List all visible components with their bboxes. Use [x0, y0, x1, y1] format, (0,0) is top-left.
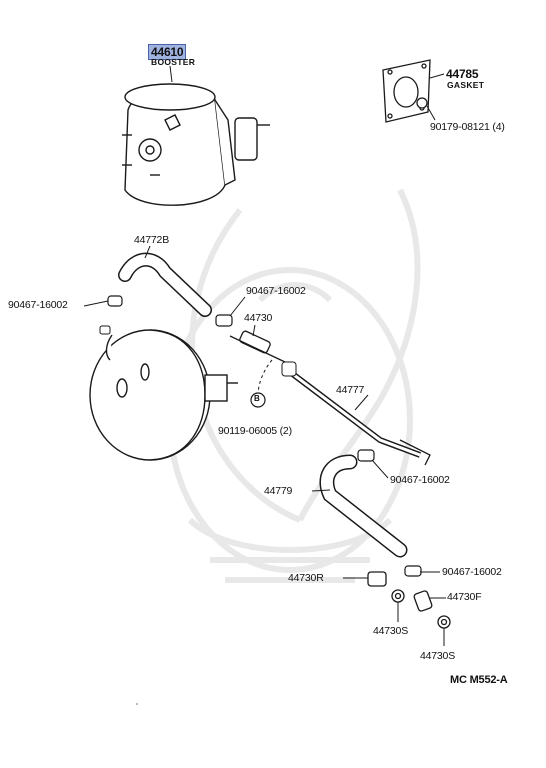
seal-left-part-number[interactable]: 44730S: [373, 625, 409, 637]
union-f: [413, 590, 433, 612]
diagram-code: MC M552-A: [450, 674, 508, 686]
clamp-left-part-number[interactable]: 90467-16002: [8, 299, 68, 311]
hose-lower-part-number[interactable]: 44779: [264, 485, 293, 497]
union-f-part-number[interactable]: 44730F: [447, 591, 482, 603]
gasket-name: GASKET: [447, 80, 485, 90]
clamp-right: [357, 449, 375, 462]
union-r: [367, 571, 387, 587]
clamp-mid-part-number[interactable]: 90467-16002: [246, 285, 306, 297]
clamp-left: [107, 295, 123, 307]
plug-part-number[interactable]: 90119-06005 (2): [218, 425, 292, 437]
hose-upper-part-number[interactable]: 44772B: [134, 234, 170, 246]
union-r-part-number[interactable]: 44730R: [288, 572, 324, 584]
gasket-part-number[interactable]: 44785: [446, 67, 479, 81]
pipe-part-number[interactable]: 44777: [336, 384, 365, 396]
gasket: [382, 59, 431, 123]
check-valve: [229, 330, 286, 363]
booster-name: BOOSTER: [151, 57, 196, 67]
clamp-lower: [404, 565, 422, 577]
seal-right-part-number[interactable]: 44730S: [420, 650, 456, 662]
nut: [416, 97, 428, 109]
nut-part-number[interactable]: 90179-08121 (4): [430, 121, 505, 133]
booster-assembly: [122, 83, 270, 206]
booster-side-view: [89, 329, 238, 461]
clamp-right-part-number[interactable]: 90467-16002: [390, 474, 450, 486]
booster-part-number[interactable]: 44610: [148, 44, 187, 60]
clamp-lower-part-number[interactable]: 90467-16002: [442, 566, 502, 578]
plug-reference-letter: B: [254, 394, 260, 403]
plug-reference-circle: [250, 392, 266, 408]
clamp-mid: [215, 314, 233, 327]
check-valve-part-number[interactable]: 44730: [244, 312, 273, 324]
